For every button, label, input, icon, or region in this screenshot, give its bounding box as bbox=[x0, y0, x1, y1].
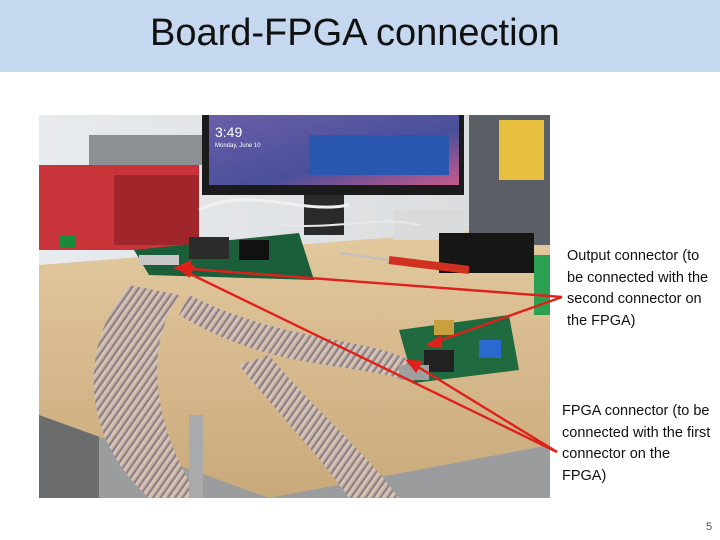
monitor-date: Monday, June 10 bbox=[215, 143, 261, 149]
monitor-time: 3:49 bbox=[215, 124, 242, 140]
page-number: 5 bbox=[706, 521, 713, 533]
output-connector-callout: Output connector (to be connected with t… bbox=[567, 248, 709, 329]
title-bar bbox=[0, 0, 720, 72]
lab-setup-photo: 3:49 Monday, June 10 bbox=[39, 115, 550, 498]
fpga-connector-callout: FPGA connector (to be connected with the… bbox=[562, 403, 711, 484]
slide-title: Board-FPGA connection bbox=[150, 12, 560, 54]
